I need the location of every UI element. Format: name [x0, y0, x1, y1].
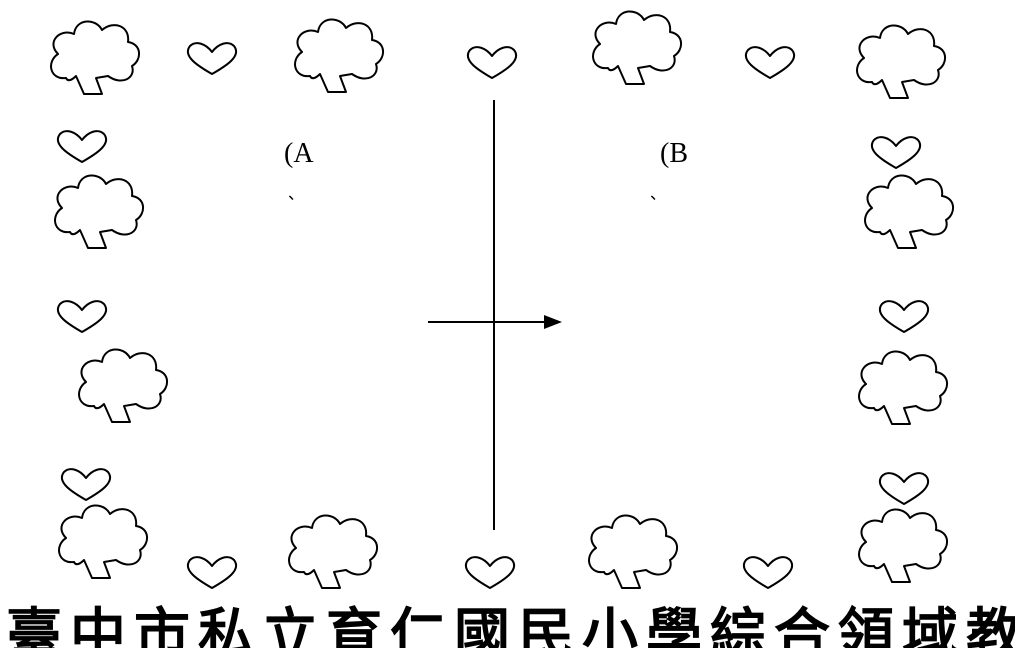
heart-icon	[744, 46, 796, 79]
clover-icon	[78, 348, 169, 423]
tick-mark-a: 、	[288, 184, 305, 203]
document-title: 臺中市私立育仁國民小學綜合領域教案設計	[0, 588, 1015, 648]
clover-icon	[588, 514, 679, 589]
clover-icon	[864, 174, 955, 249]
heart-icon	[878, 300, 930, 333]
clover-icon	[858, 350, 949, 425]
clover-icon	[592, 10, 683, 85]
heart-icon	[186, 42, 238, 75]
tick-mark-b: 、	[650, 184, 667, 203]
heart-icon	[742, 556, 794, 589]
clover-icon	[50, 20, 141, 95]
clover-icon	[856, 24, 947, 99]
heart-icon	[60, 468, 112, 501]
heart-icon	[56, 300, 108, 333]
clover-icon	[858, 508, 949, 583]
label-a: (A	[284, 138, 314, 169]
heart-icon	[186, 556, 238, 589]
clover-icon	[54, 174, 145, 249]
heart-icon	[466, 46, 518, 79]
clover-icon	[294, 18, 385, 93]
clover-icon	[58, 504, 149, 579]
heart-icon	[870, 136, 922, 169]
clover-icon	[288, 514, 379, 589]
heart-icon	[878, 472, 930, 505]
arrow-right-icon	[428, 315, 562, 329]
heart-icon	[464, 556, 516, 589]
document-title-text: 臺中市私立育仁國民小學綜合領域教案設計	[6, 603, 1015, 648]
heart-icon	[56, 130, 108, 163]
label-b: (B	[660, 138, 688, 169]
